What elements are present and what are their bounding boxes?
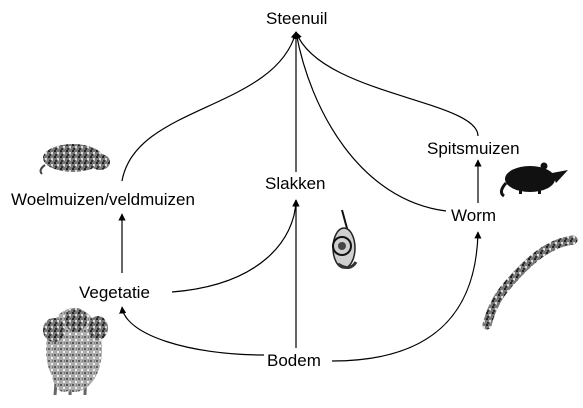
worm-illustration bbox=[487, 240, 573, 325]
node-bodem: Bodem bbox=[265, 351, 323, 371]
edge-bodem-vegetatie bbox=[122, 307, 264, 355]
node-woelmuizen-veldmuizen: Woelmuizen/veldmuizen bbox=[9, 190, 197, 210]
plant-illustration bbox=[43, 308, 108, 395]
node-worm: Worm bbox=[449, 206, 498, 226]
snail-illustration bbox=[333, 210, 356, 268]
node-steenuil: Steenuil bbox=[264, 9, 329, 29]
edge-vegetatie-slakken bbox=[172, 200, 296, 292]
edge-spitsmuizen-steenuil bbox=[296, 32, 478, 136]
edge-woelmuizen-steenuil bbox=[122, 32, 296, 181]
shrew-illustration bbox=[501, 163, 568, 197]
vole-illustration bbox=[41, 144, 110, 174]
node-slakken: Slakken bbox=[263, 174, 327, 194]
node-spitsmuizen: Spitsmuizen bbox=[425, 139, 522, 159]
node-vegetatie: Vegetatie bbox=[77, 283, 152, 303]
